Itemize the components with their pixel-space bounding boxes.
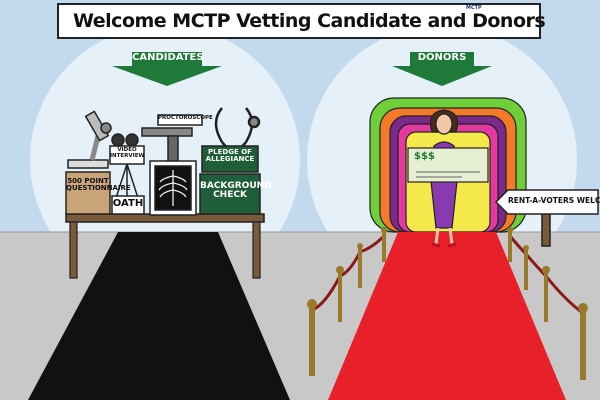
banner-title: Welcome MCTP Vetting Candidate and Donor… bbox=[73, 10, 546, 32]
questionnaire-label: 500 POINT QUESTIONNAIRE bbox=[66, 177, 131, 193]
rent-a-voters-sign bbox=[494, 189, 599, 247]
background-check-label: BACKGROUND CHECK bbox=[200, 181, 272, 201]
giant-check bbox=[407, 147, 489, 183]
check-amount: $$$ bbox=[414, 151, 435, 162]
logo-letters: MCTP bbox=[466, 5, 482, 11]
spotlight-left bbox=[30, 25, 300, 295]
welcome-banner: Welcome MCTP Vetting Candidate and Donor… bbox=[57, 3, 546, 39]
red-carpet bbox=[328, 232, 566, 400]
video-camera-icon bbox=[109, 133, 145, 199]
stanchions-right bbox=[507, 227, 588, 380]
oath-card bbox=[111, 195, 145, 215]
microscope-icon bbox=[67, 110, 112, 169]
candidates-arrow bbox=[112, 52, 222, 86]
rent-a-voters-label: RENT-A-VOTERS WELCOME bbox=[508, 196, 600, 205]
video-interview-label: VIDEO INTERVIEW bbox=[110, 147, 145, 159]
xray-monitor bbox=[149, 160, 197, 216]
candidates-arrow-label: CANDIDATES bbox=[132, 52, 204, 63]
proctoroscope-label: PROCTOROSCOPE bbox=[158, 115, 213, 121]
pledge-label: PLEDGE OF ALLEGIANCE bbox=[205, 148, 255, 164]
donors-arrow-label: DONORS bbox=[417, 52, 467, 63]
donors-arrow bbox=[392, 52, 492, 86]
background-board bbox=[199, 173, 261, 215]
black-carpet bbox=[28, 232, 290, 400]
pledge-board bbox=[201, 145, 259, 173]
stanchions-left bbox=[307, 227, 387, 376]
questionnaire-box bbox=[65, 171, 111, 215]
oath-label: OATH bbox=[112, 198, 144, 209]
